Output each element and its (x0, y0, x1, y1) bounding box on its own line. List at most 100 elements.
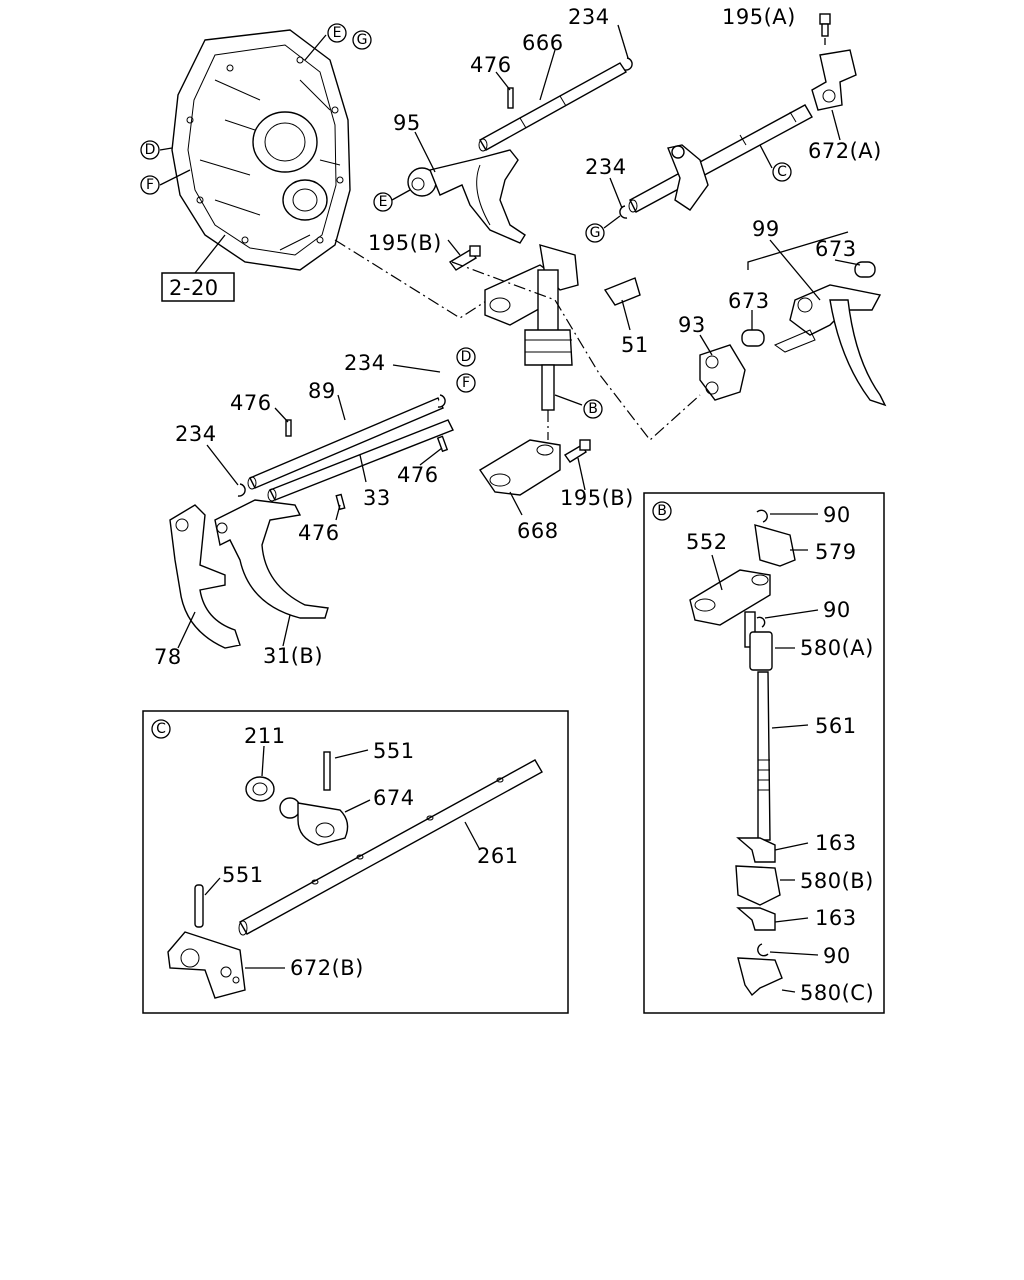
label-89: 89 (308, 379, 336, 403)
label-476-top: 476 (470, 53, 512, 77)
label-234-d: 234 (344, 351, 386, 375)
label-31b: 31(B) (263, 644, 323, 668)
cam-163-top (736, 837, 776, 863)
label-561: 561 (815, 714, 857, 738)
arm-552 (689, 569, 771, 626)
label-93: 93 (678, 313, 706, 337)
label-195b-bottom: 195(B) (560, 486, 634, 510)
label-90-mid: 90 (823, 598, 851, 622)
svg-text:B: B (588, 401, 598, 417)
label-580b: 580(B) (800, 869, 874, 893)
part-box-2-20 (161, 272, 235, 302)
assembly-dash (451, 261, 701, 441)
label-476-f: 476 (397, 463, 439, 487)
shaft-89 (247, 397, 444, 490)
pin-551-bottom (194, 884, 204, 928)
bracket-672b (167, 931, 246, 999)
label-261: 261 (477, 844, 519, 868)
label-476-bottom: 476 (298, 521, 340, 545)
pin-551-top (323, 751, 331, 791)
lever-668 (479, 439, 561, 496)
svg-text:D: D (145, 142, 156, 158)
svg-text:E: E (379, 194, 388, 210)
snap-ring-234-d (437, 394, 446, 408)
label-551-top: 551 (373, 739, 415, 763)
label-668: 668 (517, 519, 559, 543)
label-2-20: 2-20 (169, 276, 219, 300)
fork-31b (214, 499, 329, 619)
ref-circle-f-shaft: F (456, 373, 476, 393)
shaft-666 (478, 62, 628, 152)
ref-circle-e-housing: E (327, 23, 347, 43)
bracket-580b (735, 865, 781, 906)
label-551-bottom: 551 (222, 863, 264, 887)
label-33: 33 (363, 486, 391, 510)
label-672b: 672(B) (290, 956, 364, 980)
label-51: 51 (621, 333, 649, 357)
clip-90-top (756, 509, 768, 523)
ref-circle-d-housing: D (140, 140, 160, 160)
bolt-195a (819, 13, 831, 37)
label-163-top: 163 (815, 831, 857, 855)
bracket-51 (603, 277, 641, 306)
shaft-leaders (206, 364, 443, 521)
label-674: 674 (373, 786, 415, 810)
snap-ring-234-top (624, 57, 633, 71)
pad-673-top (854, 261, 876, 278)
label-580c: 580(C) (800, 981, 874, 1005)
fork-95 (407, 149, 526, 244)
label-580a: 580(A) (800, 636, 874, 660)
block-579 (754, 524, 796, 567)
clip-90-mid (756, 616, 766, 628)
bolt-195b-top (448, 245, 481, 271)
label-195a: 195(A) (722, 5, 796, 29)
shift-lug (667, 144, 709, 211)
label-666: 666 (522, 31, 564, 55)
bracket-672a (811, 49, 857, 111)
label-672a: 672(A) (808, 139, 882, 163)
ref-circle-d-shaft: D (456, 347, 476, 367)
fork-99-leaders (699, 231, 861, 356)
svg-text:D: D (461, 349, 472, 365)
snap-ring-234-left (237, 483, 246, 497)
label-234-top: 234 (568, 5, 610, 29)
shift-arm-assembly (484, 244, 579, 440)
label-552: 552 (686, 530, 728, 554)
ref-circle-g-housing: G (352, 30, 372, 50)
cam-163-bottom (736, 907, 776, 931)
pin-476-bottom (335, 493, 346, 511)
bracket-93 (699, 344, 746, 401)
sleeve-580a (749, 631, 773, 671)
shaft-c-leaders (603, 38, 841, 229)
svg-text:E: E (333, 25, 342, 41)
transmission-housing (171, 29, 351, 271)
pin-476-f (436, 435, 449, 453)
svg-text:F: F (462, 375, 470, 391)
shaft-c (628, 104, 813, 213)
fork-99 (773, 284, 887, 407)
panel-c: C (142, 710, 569, 1014)
center-leaders (447, 239, 631, 406)
svg-text:G: G (357, 32, 368, 48)
ref-circle-e-fork: E (373, 192, 393, 212)
label-234-left: 234 (175, 422, 217, 446)
label-99: 99 (752, 217, 780, 241)
rod-561 (757, 671, 771, 841)
label-579: 579 (815, 540, 857, 564)
snap-ring-234-g (619, 205, 628, 219)
shaft-261 (238, 759, 543, 936)
label-163-bottom: 163 (815, 906, 857, 930)
svg-text:F: F (146, 177, 154, 193)
fork-78 (169, 504, 241, 649)
label-90-bottom: 90 (823, 944, 851, 968)
panel-b: B (643, 492, 885, 1014)
ref-circle-g-shaft: G (585, 223, 605, 243)
ref-circle-f-housing: F (140, 175, 160, 195)
label-476-left: 476 (230, 391, 272, 415)
pin-476-top (507, 87, 514, 109)
label-195b-top: 195(B) (368, 231, 442, 255)
bolt-195b-bottom (563, 439, 591, 463)
pin-476-left (285, 419, 292, 437)
bearing-211 (245, 776, 275, 802)
